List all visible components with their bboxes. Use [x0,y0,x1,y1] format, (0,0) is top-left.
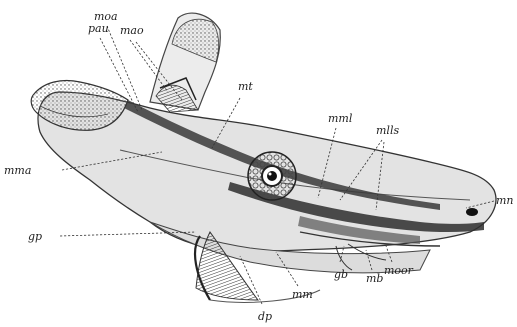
label-mma: mma [4,164,31,177]
eye [248,152,296,200]
label-mml: mml [328,112,353,125]
label-pau: pau [88,22,109,35]
dorsal-appendage [150,13,220,112]
label-mlls: mlls [376,124,399,137]
label-mn: mn [496,194,514,207]
label-gb: gb [334,268,348,281]
label-gp: gp [28,230,42,243]
label-mm: mm [292,288,313,301]
label-mao: mao [120,24,144,37]
label-dp: dp [258,310,272,323]
nostril-shape [466,208,478,216]
label-mb: mb [366,272,383,285]
label-mt: mt [238,80,253,93]
label-moor: moor [384,264,414,277]
